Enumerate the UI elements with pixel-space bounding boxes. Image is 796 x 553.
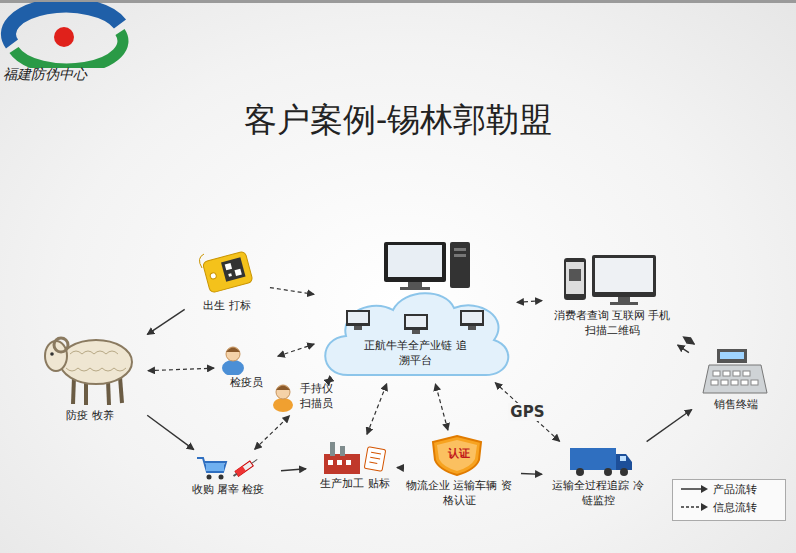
info-flow-arrow xyxy=(255,416,290,449)
node-label: 消费者查询 互联网 手机扫描二维码 xyxy=(553,309,671,339)
info-flow-arrow xyxy=(278,344,314,356)
sample-line xyxy=(681,488,701,490)
info-flow-arrow xyxy=(683,337,694,344)
node-label: 正航牛羊全产业链 追溯平台 xyxy=(360,339,472,369)
info-flow-arrow xyxy=(148,368,214,371)
truck-icon xyxy=(546,444,650,478)
node-label: 手持仪 扫描员 xyxy=(300,382,344,412)
node-person2: 手持仪 扫描员 xyxy=(270,381,348,413)
sample-head xyxy=(701,485,708,493)
node-person: 检疫员 xyxy=(218,343,274,391)
node-tag: 出生 打标 xyxy=(188,248,266,314)
node-label: 收购 屠宰 检疫 xyxy=(182,483,274,498)
devices-icon xyxy=(546,252,678,308)
info-flow-arrow xyxy=(270,288,314,295)
logo-mark xyxy=(0,2,130,68)
sample-head xyxy=(701,503,708,511)
top-bar xyxy=(0,0,796,3)
node-label: 运输全过程追踪 冷链监控 xyxy=(552,479,644,509)
node-cloud: 正航牛羊全产业链 追溯平台 xyxy=(318,240,513,380)
cart-icon xyxy=(179,452,275,482)
legend-text: 信息流转 xyxy=(713,500,757,515)
person-icon xyxy=(218,343,274,375)
legend-row: 信息流转 xyxy=(673,498,785,516)
product-flow-arrow xyxy=(147,415,194,449)
slide-title: 客户案例-锡林郭勒盟 xyxy=(0,98,796,143)
legend-row: 产品流转 xyxy=(673,480,785,498)
person2-icon xyxy=(270,381,298,413)
stamp-text: 认证 xyxy=(404,447,514,462)
info-flow-arrow xyxy=(495,383,559,442)
node-label: 防疫 牧养 xyxy=(50,409,130,424)
node-label: 物流企业 运输车辆 资格认证 xyxy=(404,479,514,509)
info-flow-arrow xyxy=(367,384,387,435)
info-flow-arrow xyxy=(435,384,447,430)
node-register: 销售终端 xyxy=(695,343,777,413)
tag-icon xyxy=(188,248,266,298)
product-flow-arrow xyxy=(397,467,404,469)
node-truck: 运输全过程追踪 冷链监控 xyxy=(546,444,650,509)
node-label: 出生 打标 xyxy=(192,299,262,314)
factory-icon xyxy=(310,438,398,476)
register-icon xyxy=(695,343,777,397)
node-cart: 收购 屠宰 检疫 xyxy=(179,452,277,498)
product-flow-arrow xyxy=(521,473,542,475)
legend-box: 产品流转信息流转 xyxy=(672,479,786,521)
logo-text: 福建防伪中心 xyxy=(3,66,87,84)
node-factory: 生产加工 贴标 xyxy=(310,438,400,492)
product-flow-arrow xyxy=(281,469,306,471)
solid-arrow-sample xyxy=(679,484,709,494)
node-label: 销售终端 xyxy=(701,398,771,413)
node-devices: 消费者查询 互联网 手机扫描二维码 xyxy=(546,252,678,339)
legend-text: 产品流转 xyxy=(713,482,757,497)
node-shield: 认证物流企业 运输车辆 资格认证 xyxy=(401,434,517,509)
node-label: 检疫员 xyxy=(221,376,271,391)
sample-line xyxy=(681,506,701,508)
node-sheep: 防疫 牧养 xyxy=(36,322,144,424)
product-flow-arrow xyxy=(147,309,184,334)
info-flow-arrow xyxy=(327,378,332,382)
node-label: 生产加工 贴标 xyxy=(313,477,397,492)
dashed-arrow-sample xyxy=(679,502,709,512)
product-flow-arrow xyxy=(647,409,692,441)
sheep-icon xyxy=(36,322,144,408)
info-flow-arrow xyxy=(517,301,542,303)
edge-label: GPS xyxy=(508,403,546,421)
product-flow-arrow xyxy=(678,345,689,352)
